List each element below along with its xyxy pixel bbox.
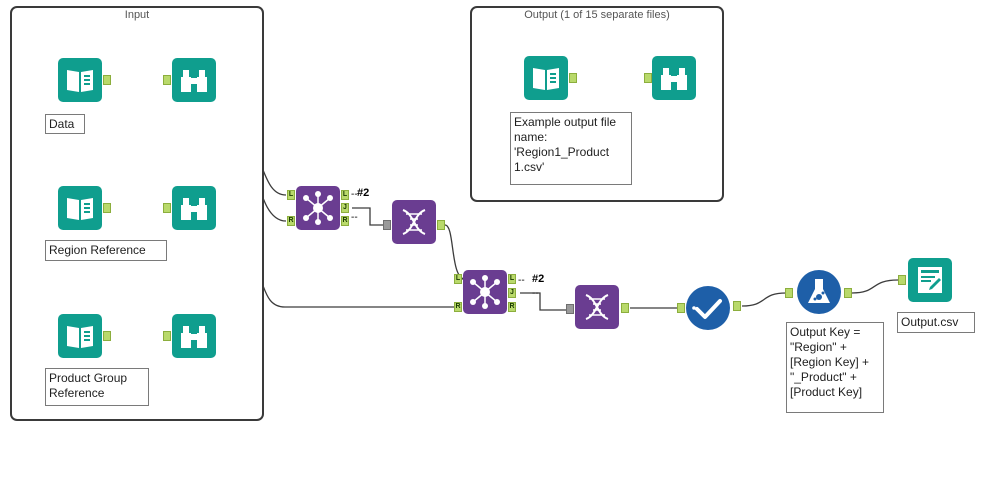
output-anchor[interactable] — [103, 331, 111, 341]
join1-right-input[interactable]: R — [287, 216, 295, 226]
join-icon — [470, 275, 500, 309]
join2-record-count: #2 — [532, 273, 545, 285]
output-anchor[interactable] — [437, 220, 445, 230]
input-anchor[interactable] — [644, 73, 652, 83]
input-anchor[interactable] — [785, 288, 793, 298]
output-tool[interactable] — [908, 258, 952, 302]
join2-left-output[interactable]: L — [508, 274, 516, 284]
join1-right-output[interactable]: R — [341, 216, 349, 226]
input-anchor[interactable] — [898, 275, 906, 285]
binoculars-icon — [181, 326, 207, 348]
output-anchor[interactable] — [844, 288, 852, 298]
binoculars-icon — [181, 70, 207, 92]
input-container-title: Input — [124, 9, 150, 21]
output-anchor[interactable] — [621, 303, 629, 313]
join2-right-input[interactable]: R — [454, 302, 462, 312]
input-container[interactable]: Input — [10, 6, 264, 421]
input-tool-data[interactable] — [58, 58, 102, 102]
join-icon — [303, 191, 333, 225]
annotation-example-output: Example output file name: 'Region1_Produ… — [510, 112, 632, 185]
annotation-data: Data — [45, 114, 85, 134]
join1-left-input[interactable]: L — [287, 190, 295, 200]
transform-tool-1[interactable] — [392, 200, 436, 244]
annotation-region-reference: Region Reference — [45, 240, 167, 261]
book-icon — [67, 70, 93, 92]
binoculars-icon — [661, 68, 687, 90]
formula-tool[interactable] — [797, 270, 841, 314]
browse-tool-region[interactable] — [172, 186, 216, 230]
join2-left-input[interactable]: L — [454, 274, 462, 284]
input-anchor[interactable] — [163, 203, 171, 213]
input-anchor[interactable] — [383, 220, 391, 230]
flask-icon — [808, 279, 830, 303]
input-tool-product[interactable] — [58, 314, 102, 358]
input-tool-output-example[interactable] — [524, 56, 568, 100]
join1-record-count: #2 — [357, 187, 370, 199]
join2-right-output[interactable]: R — [508, 302, 516, 312]
select-tool[interactable] — [686, 286, 730, 330]
output-anchor[interactable] — [569, 73, 577, 83]
browse-tool-product[interactable] — [172, 314, 216, 358]
join2-left-dash: -- — [518, 275, 525, 286]
join1-left-output[interactable]: L — [341, 190, 349, 200]
dna-icon — [585, 294, 609, 320]
join-tool-2[interactable] — [463, 270, 507, 314]
output-file-icon — [918, 267, 942, 293]
output-container-title: Output (1 of 15 separate files) — [524, 9, 670, 21]
connector-formula-output — [851, 279, 899, 294]
annotation-product-group-reference: Product Group Reference — [45, 368, 149, 406]
transform-tool-2[interactable] — [575, 285, 619, 329]
join1-right-dash: -- — [351, 212, 358, 223]
input-anchor[interactable] — [566, 304, 574, 314]
join2-right-dash: -- — [532, 288, 539, 299]
connector-join2-transform2 — [520, 292, 568, 311]
output-anchor[interactable] — [733, 301, 741, 311]
browse-tool-data[interactable] — [172, 58, 216, 102]
output-anchor[interactable] — [103, 203, 111, 213]
annotation-output-csv: Output.csv — [897, 312, 975, 333]
connector-join1-transform1 — [352, 207, 385, 226]
binoculars-icon — [181, 198, 207, 220]
connector-select-formula — [741, 292, 787, 307]
annotation-formula: Output Key = "Region" + [Region Key] + "… — [786, 322, 884, 413]
join1-left-dash: -- — [351, 189, 358, 200]
join1-join-output[interactable]: J — [341, 203, 349, 213]
connector-transform1-join2-left — [444, 224, 466, 280]
browse-tool-output-example[interactable] — [652, 56, 696, 100]
input-anchor[interactable] — [677, 303, 685, 313]
book-icon — [67, 326, 93, 348]
input-anchor[interactable] — [163, 75, 171, 85]
output-anchor[interactable] — [103, 75, 111, 85]
join-tool-1[interactable] — [296, 186, 340, 230]
book-icon — [67, 198, 93, 220]
input-anchor[interactable] — [163, 331, 171, 341]
input-tool-region[interactable] — [58, 186, 102, 230]
checkmark-icon — [692, 299, 722, 319]
book-icon — [533, 68, 559, 90]
dna-icon — [402, 209, 426, 235]
join2-join-output[interactable]: J — [508, 288, 516, 298]
